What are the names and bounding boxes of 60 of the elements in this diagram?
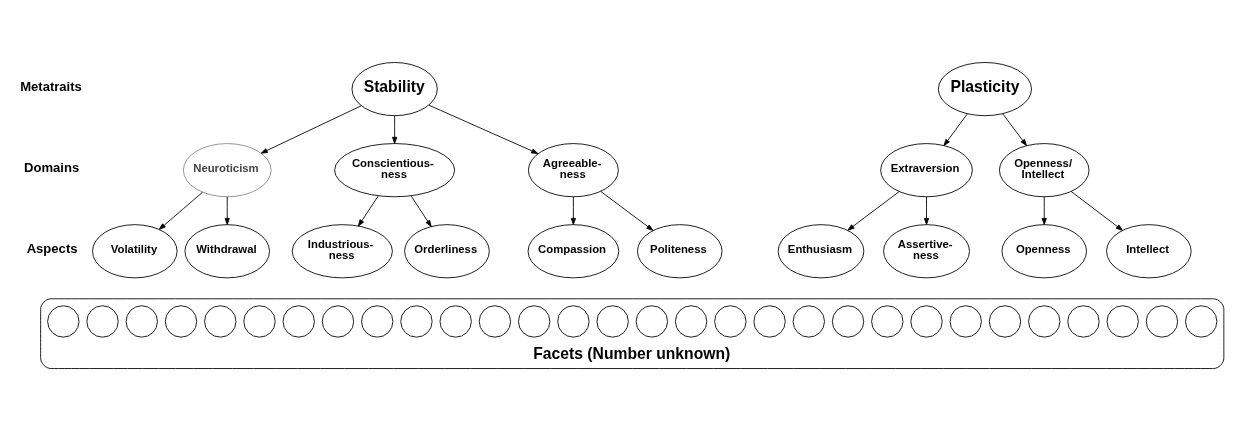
node-ellipse: Extraversion: [880, 143, 973, 198]
arrow: [923, 196, 930, 225]
node-circle: [871, 305, 904, 338]
node-circle: [361, 305, 394, 338]
node-ellipse: Plasticity: [937, 62, 1032, 117]
node-circle: [47, 305, 80, 338]
node-circle: [831, 305, 865, 338]
node-circle: [439, 305, 472, 338]
node-circle: [949, 305, 982, 338]
node-circle: [635, 305, 668, 338]
arrow: [392, 115, 398, 144]
arrow: [943, 113, 968, 146]
label: Domains: [24, 160, 80, 176]
arrow: [410, 195, 432, 227]
node-circle: [1067, 305, 1100, 338]
node-ellipse: Conscientious- ness: [334, 143, 456, 198]
node-circle: [988, 305, 1022, 338]
node-circle: [164, 305, 198, 338]
node-ellipse: Industrious- ness: [291, 224, 393, 279]
node-circle: [753, 305, 786, 338]
node-circle: [557, 305, 590, 338]
label: Metatraits: [20, 79, 82, 95]
node-circle: [596, 305, 629, 338]
arrow: [357, 195, 379, 227]
label: Aspects: [26, 241, 78, 257]
node-circle: [792, 305, 825, 338]
node-ellipse: Stability: [351, 62, 438, 117]
arrow: [570, 196, 576, 225]
node-circle: [674, 305, 708, 338]
node-circle: [204, 305, 237, 338]
node-circle: [1106, 305, 1139, 338]
cluster: Facets (Number unknown): [40, 298, 1225, 369]
arrow: [158, 191, 203, 230]
node-circle: [714, 305, 747, 338]
node-ellipse: Assertive- ness: [883, 224, 970, 279]
arrow: [1041, 196, 1047, 225]
node-ellipse: Compassion: [527, 224, 620, 279]
node-circle: [910, 305, 943, 338]
node-circle: [321, 305, 355, 338]
node-circle: [1145, 305, 1179, 338]
node-circle: [478, 305, 512, 338]
node-circle: [1028, 305, 1061, 338]
node-circle: [282, 305, 315, 338]
arrow: [1070, 191, 1123, 231]
node-circle: [125, 305, 158, 338]
node-circle: [1185, 305, 1218, 338]
arrow: [847, 191, 900, 231]
arrow: [600, 191, 654, 231]
node-ellipse: Withdrawal: [184, 224, 270, 279]
node-circle: [400, 305, 433, 338]
node-ellipse: Openness: [1001, 224, 1087, 279]
arrow: [428, 104, 539, 154]
arrow: [224, 196, 230, 225]
arrow: [260, 105, 362, 154]
node-ellipse: Orderliness: [404, 224, 490, 279]
node-ellipse: Openness/ Intellect: [999, 143, 1090, 198]
node-circle: [518, 305, 551, 338]
arrow: [1002, 113, 1027, 146]
node-circle: [243, 305, 276, 338]
node-circle: [86, 305, 119, 338]
